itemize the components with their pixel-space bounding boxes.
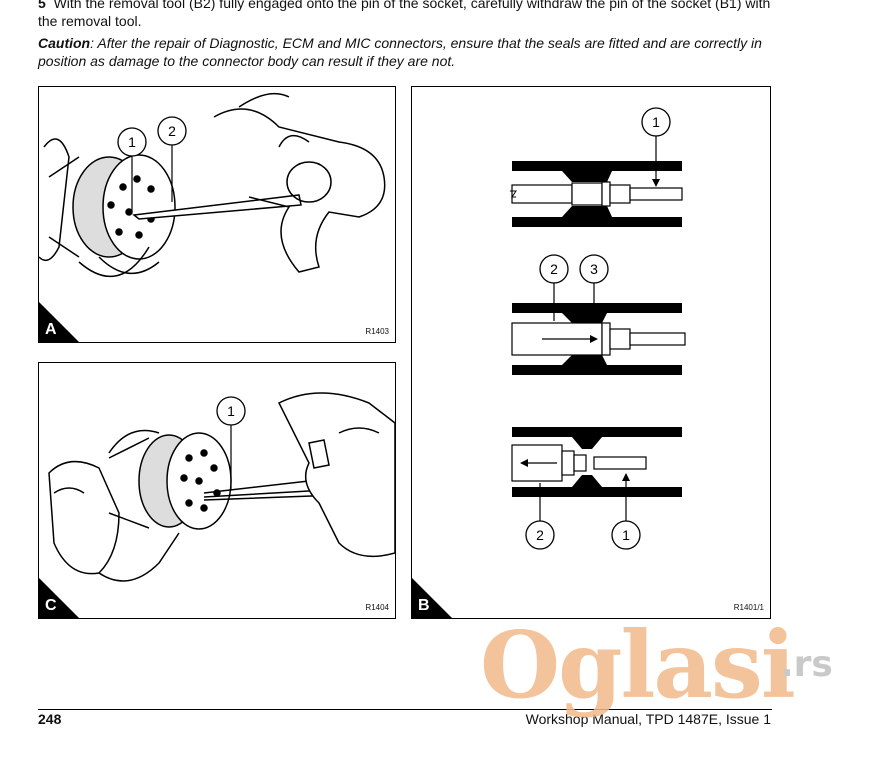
- callout-2-bottom-label: 2: [536, 527, 544, 543]
- stage-1: [510, 161, 683, 227]
- watermark-tld: .rs: [780, 644, 833, 685]
- footer-rule: [38, 709, 772, 710]
- figure-a-illustration: 1 2: [39, 92, 386, 278]
- figure-b-letter: B: [418, 597, 430, 614]
- callout-1-label: 1: [227, 403, 235, 419]
- figure-b-corner: [412, 578, 452, 618]
- figure-c-illustration: 1: [48, 392, 395, 582]
- step-text: With the removal tool (B2) fully engaged…: [38, 0, 771, 29]
- step-number: 5: [38, 0, 46, 11]
- callout-3-mid: 3: [579, 254, 609, 313]
- watermark-logo: Oglasi .rs: [480, 610, 850, 720]
- watermark-brand: Oglasi: [480, 611, 796, 719]
- figure-a: 1 2 A R1403: [38, 86, 396, 343]
- page-number: 248: [38, 711, 62, 727]
- figure-c-letter: C: [45, 597, 57, 614]
- callout-2: 2: [157, 116, 187, 202]
- figure-b-illustration: 1 2 3: [510, 107, 686, 550]
- callout-1: 1: [117, 127, 147, 212]
- callout-3-mid-label: 3: [590, 261, 598, 277]
- figure-c-ref: R1404: [365, 603, 389, 612]
- caution-text: : After the repair of Diagnostic, ECM an…: [38, 35, 762, 69]
- stage-2: [511, 303, 686, 375]
- callout-2-mid: 2: [539, 254, 569, 321]
- figure-c: 1 C R1404: [38, 362, 396, 619]
- caution-label: Caution: [38, 35, 91, 51]
- manual-title: Workshop Manual, TPD 1487E, Issue 1: [525, 711, 771, 727]
- figure-c-corner: [39, 578, 79, 618]
- step-paragraph: 5 With the removal tool (B2) fully engag…: [38, 0, 778, 30]
- figure-a-letter: A: [45, 321, 57, 338]
- caution-paragraph: Caution: After the repair of Diagnostic,…: [38, 34, 778, 70]
- callout-1-bottom-label: 1: [622, 527, 630, 543]
- callout-2-label: 2: [168, 123, 176, 139]
- callout-1-top: 1: [641, 107, 671, 187]
- callout-1-bottom: 1: [611, 473, 641, 550]
- callout-1-label: 1: [128, 134, 136, 150]
- figure-b-ref: R1401/1: [733, 603, 764, 612]
- callout-1: 1: [216, 396, 246, 489]
- stage-3: [511, 427, 682, 497]
- figure-a-corner: [39, 302, 79, 342]
- callout-2-bottom: 2: [525, 483, 555, 550]
- figure-a-ref: R1403: [365, 327, 389, 336]
- figure-b: 1 2 3: [411, 86, 771, 619]
- callout-2-mid-label: 2: [550, 261, 558, 277]
- callout-1-top-label: 1: [652, 114, 660, 130]
